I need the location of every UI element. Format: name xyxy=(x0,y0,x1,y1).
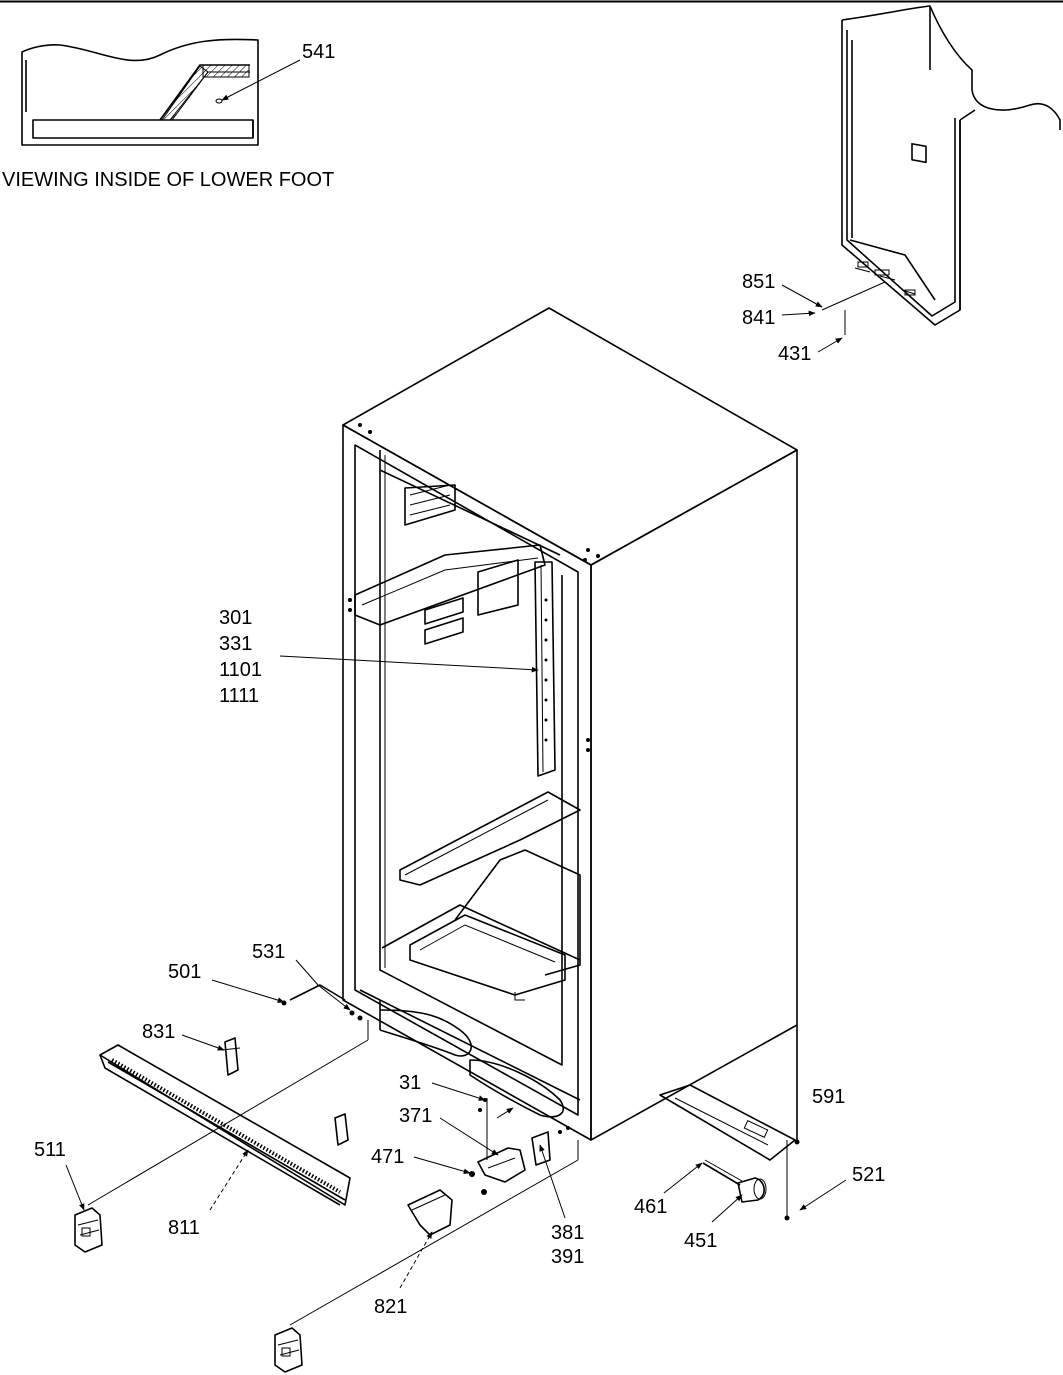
label-331: 331 xyxy=(219,633,252,655)
toe-grille xyxy=(99,1044,351,1206)
label-461: 461 xyxy=(634,1196,667,1218)
leader-821 xyxy=(399,1231,433,1289)
leader-371 xyxy=(439,1117,499,1156)
label-811: 811 xyxy=(168,1217,200,1239)
leader-521 xyxy=(799,1179,847,1211)
leader-501 xyxy=(211,979,285,1003)
label-381: 381 xyxy=(551,1222,584,1244)
lower-foot-inset xyxy=(21,38,259,146)
label-521: 521 xyxy=(852,1164,885,1186)
label-391: 391 xyxy=(551,1246,584,1268)
leader-431 xyxy=(817,337,843,353)
label-851: 851 xyxy=(742,271,775,293)
inset-caption: VIEWING INSIDE OF LOWER FOOT xyxy=(2,169,334,191)
leader-831 xyxy=(181,1034,225,1051)
roller-451 xyxy=(702,1159,767,1203)
leader-811 xyxy=(209,1149,249,1211)
hinge-assembly xyxy=(469,1098,570,1195)
leader-541 xyxy=(221,59,301,101)
leader-461 xyxy=(663,1162,703,1194)
leader-471 xyxy=(413,1156,471,1174)
label-1111: 1111 xyxy=(219,685,259,707)
label-591: 591 xyxy=(812,1086,845,1108)
bracket-821 xyxy=(407,1189,453,1236)
foot-821 xyxy=(274,1327,303,1373)
leader-841 xyxy=(781,310,816,317)
main-cabinet xyxy=(342,307,798,1161)
label-301: 301 xyxy=(219,607,252,629)
label-841: 841 xyxy=(742,307,775,329)
foot-511 xyxy=(74,1207,103,1253)
leader-531 xyxy=(317,984,351,1011)
label-471: 471 xyxy=(371,1146,404,1168)
leader-511 xyxy=(65,1164,85,1211)
label-501: 501 xyxy=(168,961,201,983)
label-431: 431 xyxy=(778,343,811,365)
leader-451 xyxy=(711,1194,743,1223)
label-1101: 1101 xyxy=(219,659,262,681)
clip-831 xyxy=(221,1037,349,1146)
leader-301 xyxy=(279,655,539,673)
label-541: 541 xyxy=(302,41,335,63)
leader-851 xyxy=(781,284,823,308)
label-371: 371 xyxy=(399,1105,432,1127)
leader-381 xyxy=(539,1144,566,1219)
leader-31 xyxy=(431,1082,486,1101)
label-451: 451 xyxy=(684,1230,717,1252)
label-31: 31 xyxy=(399,1072,421,1094)
label-821: 821 xyxy=(374,1296,407,1318)
label-511: 511 xyxy=(34,1139,66,1161)
label-531: 531 xyxy=(252,941,285,963)
rear-cabinet-view xyxy=(841,5,1061,326)
label-831: 831 xyxy=(142,1021,175,1043)
